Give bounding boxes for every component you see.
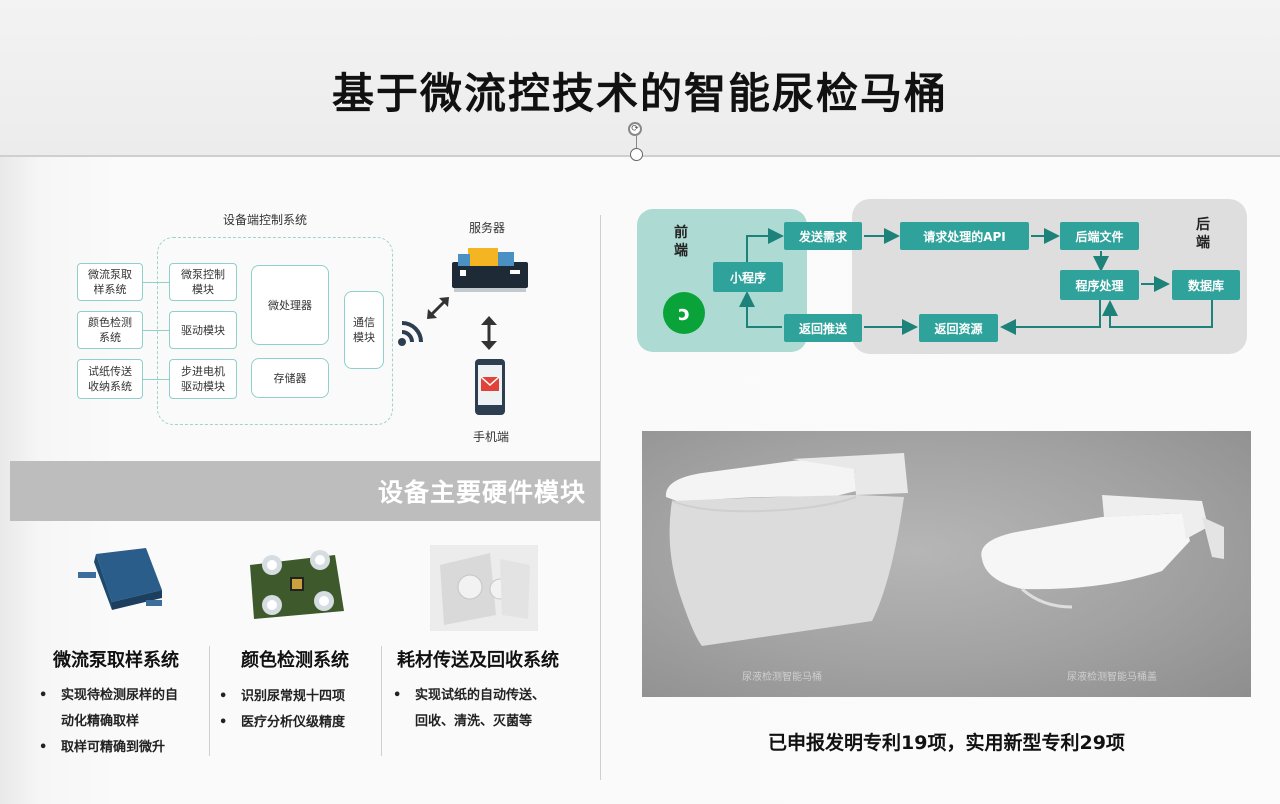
connector-line [143,379,169,381]
mini-program-box: 小程序 [713,262,783,292]
module-title-consumable: 耗材传送及回收系统 [397,650,559,671]
backend-file-box: 后端文件 [1060,222,1139,250]
comm-module-box: 通信 模块 [344,291,384,369]
banner-title: 设备主要硬件模块 [377,478,586,507]
consumable-transport-image [430,545,538,631]
bullet-text: 取样可精确到微升 [61,740,166,755]
bullet-text: 实现待检测尿样的自 动化精确取样 [61,688,179,729]
wifi-icon [398,321,423,346]
patent-summary: 已申报发明专利19项，实用新型专利29项 [768,732,1125,754]
pump-sampling-box: 微流泵取 样系统 [77,263,143,301]
bullet-item: •实现待检测尿样的自 动化精确取样 [39,688,179,729]
module-separator [209,646,210,756]
page-title: 基于微流控技术的智能尿检马桶 [331,69,948,118]
send-request-box: 发送需求 [784,222,862,250]
bullet-text: 实现试纸的自动传送、 回收、清洗、灭菌等 [415,688,546,729]
bullet-item: •实现试纸的自动传送、 回收、清洗、灭菌等 [393,688,546,729]
device-diagram-title: 设备端控制系统 [223,213,308,227]
vertical-arrow-icon [481,316,497,350]
module-title-color: 颜色检测系统 [241,650,349,671]
front-label: 前 端 [674,225,688,259]
api-box: 请求处理的API [900,222,1029,250]
server-icon [452,248,528,292]
photo-caption-right: 尿液检测智能马桶盖 [1067,672,1157,683]
connector-line [143,330,169,332]
bullet-item: •医疗分析仪级精度 [219,715,346,730]
double-arrow-icon [427,297,449,319]
phone-label: 手机端 [473,430,510,444]
toilet-illustration [665,453,1224,646]
bullet-item: •取样可精确到微升 [39,740,166,755]
photo-caption-left: 尿液检测智能马桶 [742,672,822,683]
bullet-item: •识别尿常规十四项 [219,689,346,704]
column-divider [600,215,601,780]
rotate-handle-icon[interactable]: ⟳ [628,122,642,136]
handle-connector [636,136,637,150]
database-box: 数据库 [1172,270,1240,300]
drive-module-box: 驱动模块 [169,311,237,349]
bullet-text: 医疗分析仪级精度 [241,715,346,730]
push-back-box: 返回推送 [784,314,862,342]
storage-box: 存储器 [251,358,329,398]
microprocessor-box: 微处理器 [251,265,329,345]
color-sensor-image [250,550,344,619]
program-process-box: 程序处理 [1060,270,1139,300]
connector-line [143,282,169,284]
strip-transport-box: 试纸传送 收纳系统 [77,359,143,399]
hardware-modules-banner: 设备主要硬件模块 [10,461,600,521]
phone-icon [475,359,505,415]
return-resource-box: 返回资源 [919,314,998,342]
pump-control-module-box: 微泵控制 模块 [169,263,237,301]
module-title-pump: 微流泵取样系统 [53,650,179,671]
server-label: 服务器 [469,221,506,235]
product-photo: 尿液检测智能马桶 尿液检测智能马桶盖 [642,431,1251,697]
micro-pump-image [78,548,162,610]
bullet-text: 识别尿常规十四项 [241,689,346,704]
module-separator [381,646,382,756]
stepper-drive-box: 步进电机 驱动模块 [169,359,237,399]
back-label: 后 端 [1196,217,1210,251]
color-detect-box: 颜色检测 系统 [77,311,143,349]
mini-program-icon: ↄ [663,292,705,334]
resize-handle[interactable] [630,148,643,161]
